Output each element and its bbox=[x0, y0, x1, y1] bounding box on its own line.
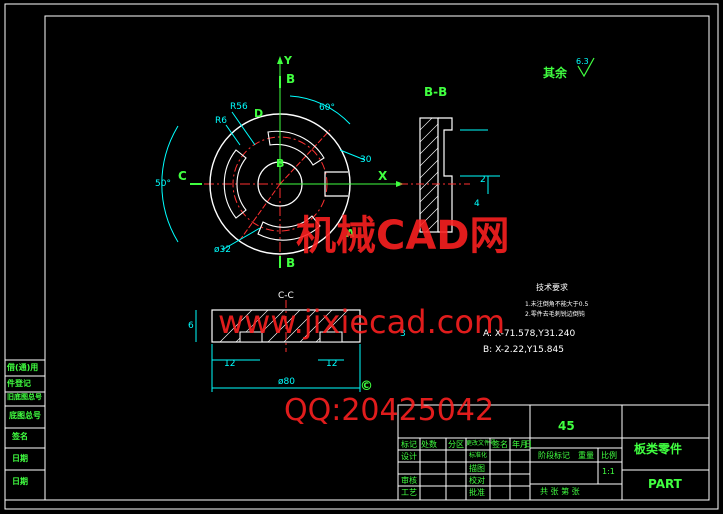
dim-32-label: ø32 bbox=[214, 245, 231, 255]
tb-header-3: 更改文件号 bbox=[466, 440, 497, 447]
notes-line1: 1.未注倒角不能大于0.5 bbox=[525, 301, 589, 308]
material-label: 45 bbox=[558, 419, 575, 433]
dim-leader-r6 bbox=[225, 124, 241, 146]
section-b-bottom-label: B bbox=[286, 256, 296, 270]
section-c-left-label: C bbox=[178, 169, 187, 183]
section-cc-view bbox=[195, 300, 361, 392]
tb-design: 设计 bbox=[401, 452, 417, 461]
watermark-line3: QQ:20425042 bbox=[284, 393, 495, 428]
side-block-row-3: 底图总号 bbox=[9, 411, 41, 420]
coord-a: A: X-71.578,Y31.240 bbox=[483, 329, 576, 339]
tb-header-7: 日 bbox=[524, 440, 532, 449]
tb-approve: 批准 bbox=[469, 488, 485, 497]
side-block-row-0: 借(通)用 bbox=[7, 363, 39, 372]
tb-process: 工艺 bbox=[401, 488, 417, 497]
bb-profile bbox=[438, 117, 453, 233]
point-a-label: A bbox=[346, 227, 355, 240]
cc-slot-b bbox=[319, 331, 343, 343]
tb-scale-value: 1:1 bbox=[602, 467, 615, 476]
tb-header-2: 分区 bbox=[448, 440, 464, 449]
y-axis-arrow bbox=[277, 56, 283, 64]
side-block-row-6: 日期 bbox=[12, 477, 28, 486]
watermark-line2: www.jixiecad.com bbox=[218, 303, 506, 341]
side-block-row-2: 旧底图总号 bbox=[7, 393, 42, 401]
roughness-value: 6.3 bbox=[576, 57, 589, 66]
dim-leader-r56 bbox=[231, 111, 256, 146]
notes-title: 技术要求 bbox=[536, 283, 568, 292]
side-block-row-5: 日期 bbox=[12, 454, 28, 463]
dim-leader-32 bbox=[221, 227, 261, 251]
bb-hatch bbox=[419, 117, 439, 233]
dim-30-label: 30 bbox=[360, 155, 372, 165]
cc-dim-12a-label: 12 bbox=[224, 359, 236, 369]
side-block-row-4: 签名 bbox=[12, 432, 28, 441]
bb-body bbox=[419, 117, 439, 233]
side-block bbox=[4, 359, 46, 501]
dim-arc-50 bbox=[161, 125, 179, 243]
section-bb-title: B-B bbox=[424, 85, 448, 99]
dim-60-label: 60° bbox=[319, 103, 335, 113]
axis-y-label: Y bbox=[284, 54, 292, 67]
tb-row-a: 描图 bbox=[469, 464, 485, 473]
slot-bottom bbox=[257, 215, 321, 241]
dim-arc-60 bbox=[289, 95, 351, 125]
cc-slot-a bbox=[239, 331, 263, 343]
front-view bbox=[161, 56, 404, 268]
slot-left bbox=[223, 149, 247, 219]
cc-dim-80-label: ø80 bbox=[278, 377, 295, 387]
outer-frame bbox=[4, 3, 719, 510]
point-d-label: D bbox=[254, 107, 264, 120]
roughness-icon bbox=[577, 57, 595, 78]
tb-header-5: 年 bbox=[512, 440, 520, 449]
bb-dim-b-label: 4 bbox=[474, 199, 480, 209]
coord-b: B: X-2.22,Y15.845 bbox=[483, 345, 564, 355]
tb-header-1: 处数 bbox=[421, 440, 437, 449]
side-block-row-1: 件登记 bbox=[7, 379, 31, 388]
tb-header-4: 签名 bbox=[492, 440, 508, 449]
dim-r56-label: R56 bbox=[230, 102, 248, 112]
part-name: 板类零件 bbox=[634, 442, 683, 456]
cc-dim-6-label: 6 bbox=[188, 321, 194, 331]
dim-50-label: 50° bbox=[155, 179, 171, 189]
tb-stage: 阶段标记 bbox=[538, 451, 570, 460]
inner-frame bbox=[44, 15, 710, 501]
tb-standardize: 标准化 bbox=[469, 452, 488, 459]
tb-header-0: 标记 bbox=[401, 440, 417, 449]
watermark-line1: 机械CAD网 bbox=[296, 213, 510, 259]
section-b-top-label: B bbox=[286, 72, 296, 86]
slot-top bbox=[267, 130, 325, 166]
section-bb-view bbox=[400, 117, 500, 233]
section-cc-title: C-C bbox=[278, 291, 294, 301]
cc-body bbox=[211, 309, 361, 343]
angle-centerline-a bbox=[279, 129, 331, 185]
dim-leader-30 bbox=[339, 149, 366, 161]
cc-dim-n-label: 3 bbox=[400, 329, 406, 339]
bb-dim-a-label: 2 bbox=[480, 175, 486, 185]
center-label: B bbox=[276, 157, 285, 170]
dim-r6-label: R6 bbox=[215, 116, 227, 126]
tb-check: 审核 bbox=[401, 476, 417, 485]
tb-sheets: 共 张 第 张 bbox=[540, 487, 580, 496]
title-block-grid bbox=[397, 404, 710, 501]
tb-scale: 比例 bbox=[601, 451, 617, 460]
tb-weight: 重量 bbox=[578, 451, 594, 460]
cc-dim-12b-label: 12 bbox=[326, 359, 338, 369]
axis-x-label: X bbox=[378, 169, 388, 183]
roughness-label: 其余 bbox=[543, 66, 568, 80]
angle-centerline-b bbox=[239, 183, 281, 241]
circle-symbol: © bbox=[360, 379, 373, 394]
tb-row-b: 校对 bbox=[469, 476, 485, 485]
part-code: PART bbox=[648, 477, 682, 491]
notes-line2: 2.零件去毛刺锐边倒钝 bbox=[525, 311, 585, 318]
tb-header-6: 月 bbox=[520, 440, 528, 449]
